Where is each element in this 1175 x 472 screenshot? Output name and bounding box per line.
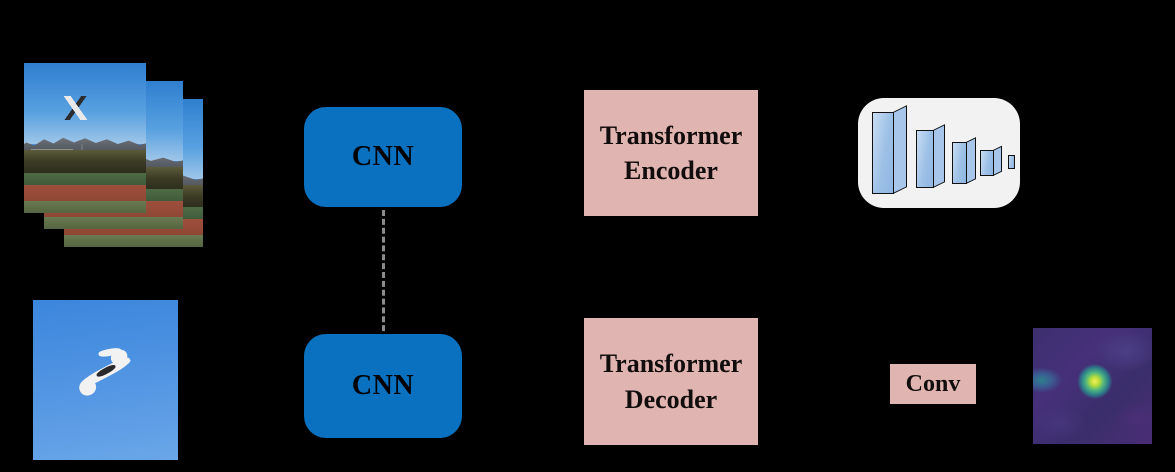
frame-diver [61,96,89,120]
transformer-encoder-label-line1: Transformer [599,120,743,150]
transformer-decoder-box[interactable]: Transformer Decoder [584,318,758,445]
shared-weights-dashed-link [382,210,385,340]
conv-box[interactable]: Conv [890,364,976,404]
block-front-face [952,142,967,184]
cnn-encoder-box[interactable]: CNN [304,107,462,207]
video-frame-1 [24,63,146,213]
attention-heatmap [1033,328,1152,444]
frame-field [24,172,146,186]
transformer-decoder-label-line2: Decoder [624,384,718,414]
block-side-face [966,137,976,184]
feature-block-2 [916,124,948,188]
block-front-face [980,150,994,176]
block-front-face [1008,155,1015,169]
single-image-input [33,300,178,460]
feature-block-5 [1008,155,1018,169]
frame-ground [64,235,203,247]
feature-block-1 [872,105,910,194]
transformer-decoder-label-line1: Transformer [599,349,743,379]
frame-ground [24,201,146,213]
feature-pyramid-panel [858,98,1020,208]
block-front-face [916,130,934,188]
conv-label: Conv [905,370,961,397]
frame-track [24,184,146,203]
cnn-encoder-label: CNN [351,141,415,172]
block-side-face [933,124,945,188]
feature-block-4 [980,145,1002,176]
transformer-encoder-box[interactable]: Transformer Encoder [584,90,758,216]
transformer-encoder-label-line2: Encoder [624,156,718,185]
feature-block-3 [952,137,978,184]
video-frame-stack [24,63,203,248]
block-side-face [893,105,907,194]
diver-silhouette [68,339,144,406]
cnn-decoder-box[interactable]: CNN [304,334,462,438]
block-side-face [993,145,1002,176]
frame-trees [24,150,146,174]
cnn-decoder-label: CNN [351,370,415,401]
frame-ground [44,217,183,229]
block-front-face [872,112,894,194]
